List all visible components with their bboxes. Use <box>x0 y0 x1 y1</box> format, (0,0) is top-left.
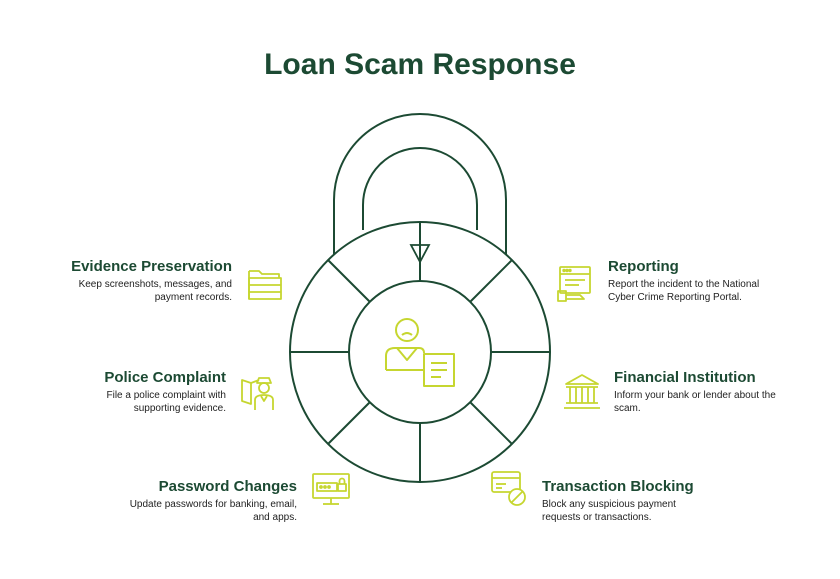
police-officer-icon <box>241 377 274 410</box>
item-evidence-preservation: Evidence Preservation Keep screenshots, … <box>71 258 232 304</box>
item-police-complaint: Police Complaint File a police complaint… <box>104 369 226 415</box>
divider-top-right <box>469 259 513 303</box>
item-heading: Password Changes <box>158 478 297 495</box>
item-reporting: Reporting Report the incident to the Nat… <box>608 258 759 304</box>
item-description: Update passwords for banking, email,and … <box>129 499 297 523</box>
password-monitor-icon <box>312 473 350 505</box>
triangle-marker-icon <box>409 244 431 264</box>
item-heading: Financial Institution <box>614 369 756 386</box>
item-heading: Transaction Blocking <box>542 478 694 495</box>
person-document-icon <box>385 318 455 387</box>
item-heading: Evidence Preservation <box>71 258 232 275</box>
item-heading: Police Complaint <box>104 369 226 386</box>
bank-icon <box>564 374 600 409</box>
folder-icon <box>248 270 282 300</box>
divider-bottom-left <box>327 401 371 445</box>
page-title: Loan Scam Response <box>264 48 576 81</box>
item-transaction-blocking: Transaction Blocking Block any suspiciou… <box>542 478 694 524</box>
item-financial-institution: Financial Institution Inform your bank o… <box>614 369 776 415</box>
item-password-changes: Password Changes Update passwords for ba… <box>130 478 297 524</box>
shackle-inner <box>362 147 478 230</box>
divider-bottom-right <box>469 401 513 445</box>
divider-top-left <box>327 259 371 303</box>
shackle-outer <box>333 113 507 260</box>
item-heading: Reporting <box>608 258 679 275</box>
blocked-card-icon <box>491 471 526 506</box>
report-browser-icon <box>557 266 591 302</box>
